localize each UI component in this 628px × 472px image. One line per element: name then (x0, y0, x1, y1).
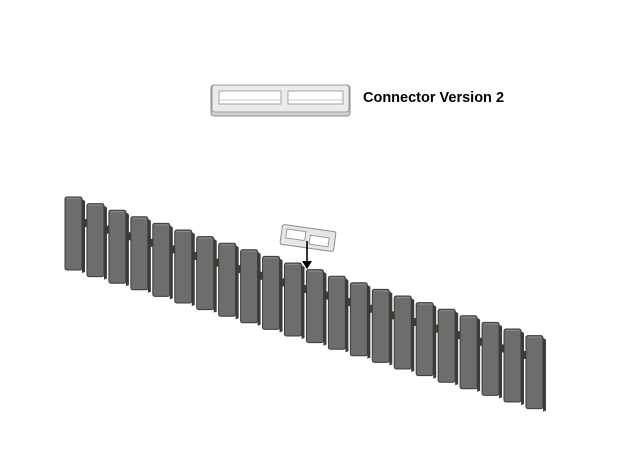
divider-panel (240, 249, 264, 326)
divider-panel (349, 282, 374, 359)
divider-panel (525, 335, 546, 412)
divider-panel (284, 262, 308, 339)
divider-panel (196, 236, 220, 313)
divider-panel (218, 242, 242, 320)
divider-panel (415, 302, 440, 379)
divider-panel-row (64, 196, 546, 412)
divider-panel (64, 196, 88, 273)
divider-panel (305, 269, 330, 346)
arrow-down-icon (302, 241, 312, 269)
divider-panel (262, 255, 286, 333)
connector-icon (210, 84, 351, 117)
divider-panel (481, 321, 505, 399)
divider-panel (459, 315, 484, 392)
divider-panel (108, 209, 132, 287)
divider-panel (130, 216, 154, 293)
divider-panel (174, 229, 198, 306)
diagram-caption: Connector Version 2 (363, 90, 505, 106)
divider-panel (503, 328, 527, 405)
divider-panel (86, 203, 110, 280)
divider-panel (393, 295, 418, 372)
small-connector-icon (279, 224, 337, 252)
divider-panel (152, 222, 176, 300)
divider-panel (327, 275, 352, 353)
divider-panel (437, 308, 462, 386)
divider-panel (371, 288, 396, 366)
